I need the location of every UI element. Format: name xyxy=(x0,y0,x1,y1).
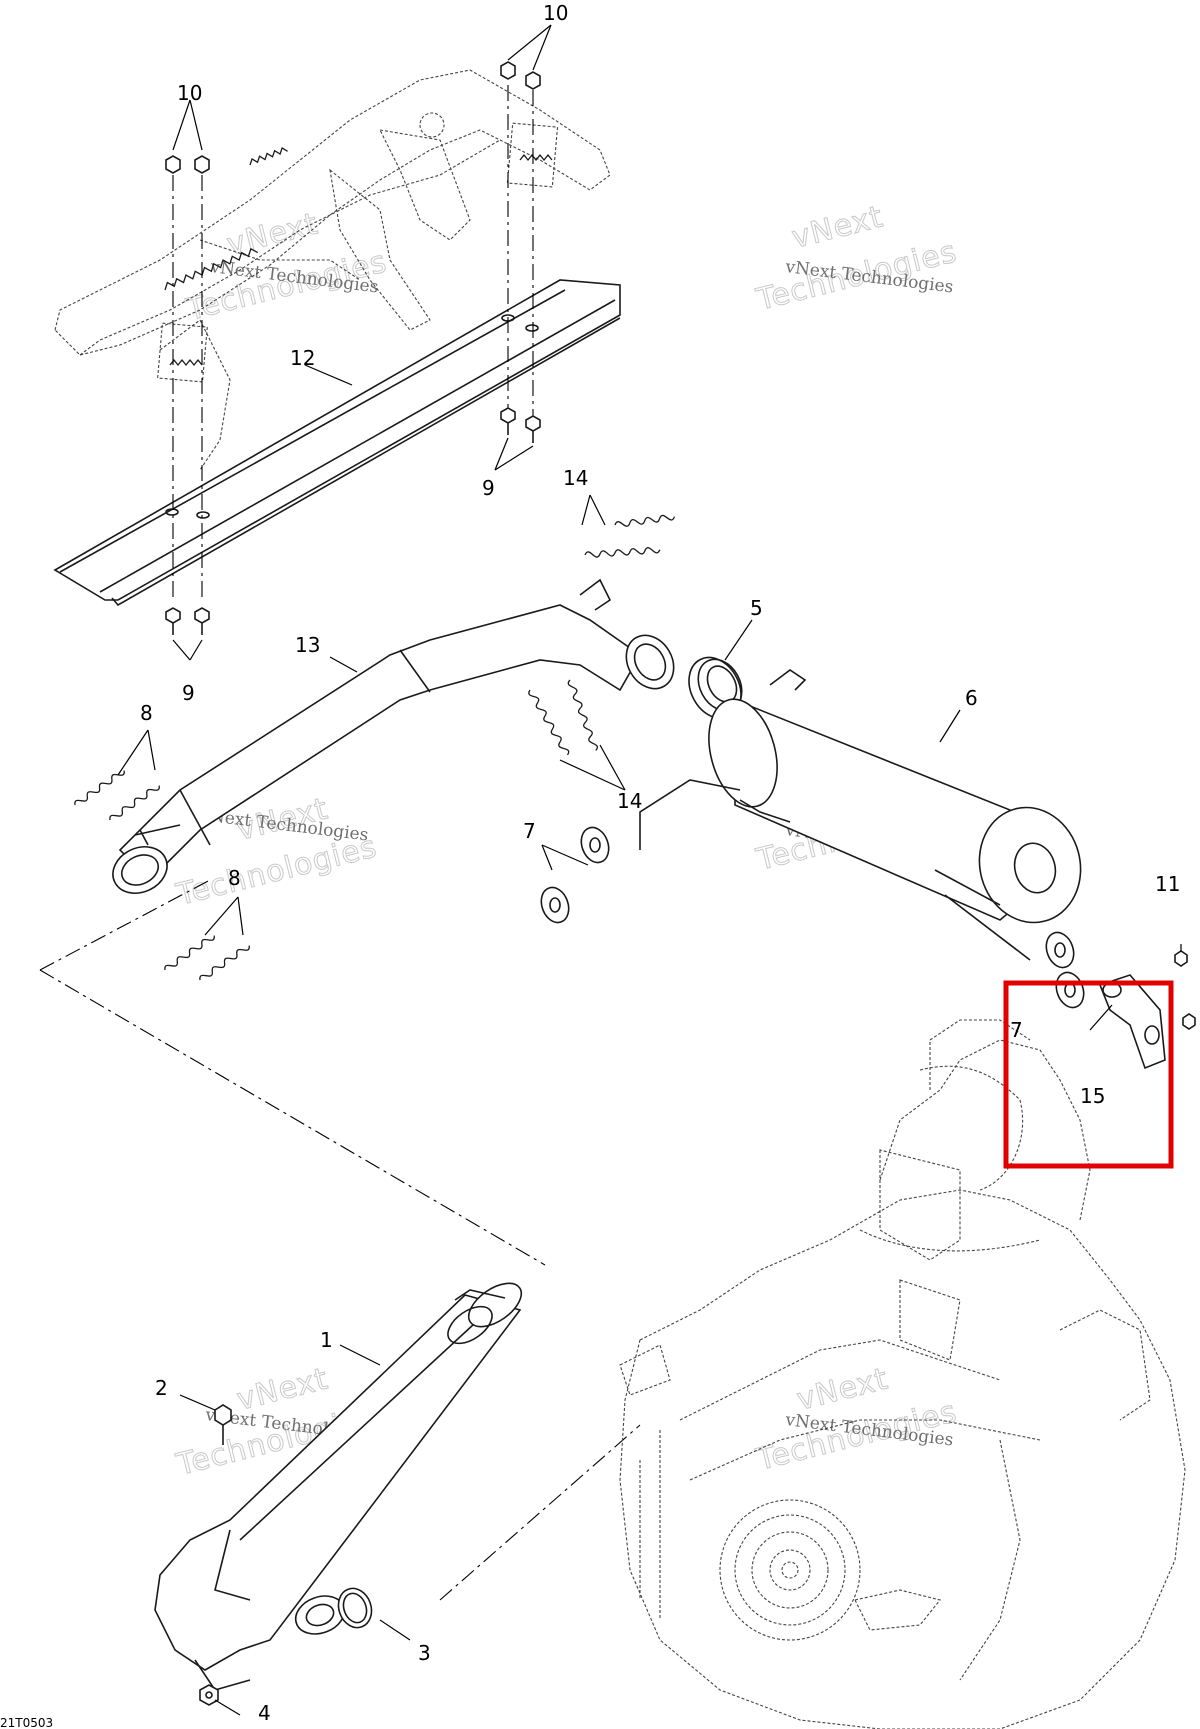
callout-13: 13 xyxy=(295,633,320,657)
springs-14[interactable] xyxy=(528,514,676,757)
muffler[interactable] xyxy=(639,669,1093,961)
bolt-axes xyxy=(172,85,534,600)
callout-10: 10 xyxy=(177,81,202,105)
watermark-stamp: vNext xyxy=(788,199,886,255)
callout-6: 6 xyxy=(965,686,978,710)
watermark-stamp: vNext xyxy=(793,1361,891,1417)
heat-shield[interactable] xyxy=(53,279,621,607)
assembly-line xyxy=(39,969,546,1266)
highlight-box xyxy=(1003,980,1174,1169)
document-code: 21T0503 xyxy=(0,1716,53,1729)
engine-ghost xyxy=(619,1019,1186,1729)
frame-ghost xyxy=(54,69,611,471)
callout-14: 14 xyxy=(563,466,588,490)
callout-4: 4 xyxy=(258,1701,271,1725)
callout-8: 8 xyxy=(140,701,153,725)
front-pipe[interactable] xyxy=(154,1275,529,1691)
callout-9: 9 xyxy=(482,476,495,500)
callout-12: 12 xyxy=(290,346,315,370)
middle-pipe[interactable] xyxy=(105,578,683,902)
callout-14: 14 xyxy=(617,789,642,813)
exhaust-gasket[interactable] xyxy=(333,1584,377,1633)
callout-10: 10 xyxy=(543,1,568,25)
callout-8: 8 xyxy=(228,866,241,890)
callout-7: 7 xyxy=(1010,1018,1023,1042)
sensor-fitting[interactable] xyxy=(214,1404,232,1445)
assembly-line xyxy=(439,1424,641,1601)
callout-11: 11 xyxy=(1155,872,1180,896)
callout-2: 2 xyxy=(155,1376,168,1400)
springs-8[interactable] xyxy=(73,768,250,982)
callout-1: 1 xyxy=(320,1328,333,1352)
callout-15: 15 xyxy=(1080,1084,1105,1108)
watermark-stamp: vNext xyxy=(223,206,321,262)
callout-5: 5 xyxy=(750,596,763,620)
callout-3: 3 xyxy=(418,1641,431,1665)
hex-nuts[interactable] xyxy=(165,61,541,174)
rubber-grommets[interactable] xyxy=(537,824,1089,1012)
hex-bolts[interactable] xyxy=(165,407,541,635)
assembly-line xyxy=(39,879,211,971)
leader-lines xyxy=(117,24,1113,1716)
callout-labels: 10 10 12 9 9 14 14 5 6 13 8 8 7 7 11 15 … xyxy=(140,1,1180,1725)
mounting-bracket[interactable] xyxy=(1098,944,1196,1070)
callout-7: 7 xyxy=(523,819,536,843)
callout-9: 9 xyxy=(182,681,195,705)
flange-nut[interactable] xyxy=(199,1684,219,1706)
